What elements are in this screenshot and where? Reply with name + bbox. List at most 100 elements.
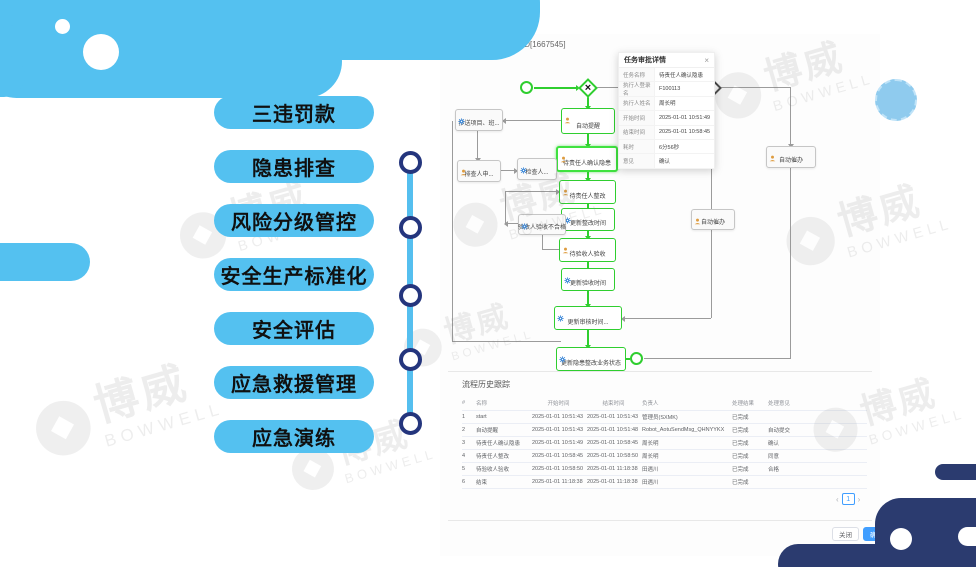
table-header-row: #名称开始时间结束时间负责人处理结果处理意见	[462, 396, 867, 411]
table-cell: 管理员(SXMK)	[642, 415, 678, 421]
flow-task-node[interactable]: 更新整改时间	[561, 208, 615, 231]
popup-field-row: 任务名称待责任人确认隐患	[619, 68, 714, 83]
flow-task-label: 待验收人验收	[569, 252, 606, 259]
flow-task-node[interactable]: 待责任人确认隐患	[556, 146, 618, 172]
popup-field-row: 执行人姓名周长明	[619, 96, 714, 112]
table-cell: 田遇川	[642, 480, 659, 486]
table-cell: 2	[462, 427, 466, 433]
table-cell: 5	[462, 466, 466, 472]
table-cell: 已完成	[732, 454, 749, 460]
table-cell: start	[476, 414, 487, 420]
table-cell: 自动提醒	[476, 428, 499, 434]
brand-name-en: BOWWELL	[102, 398, 226, 451]
flow-task-node[interactable]: 抄送项目、班...	[455, 109, 503, 131]
popup-field-label: 结束时间	[619, 125, 655, 139]
table-cell: 同意	[768, 454, 780, 460]
gear-icon	[564, 271, 571, 284]
user-icon	[694, 212, 701, 224]
flow-task-node[interactable]: 更新审核时间...	[554, 306, 622, 330]
timeline-node-circle	[399, 412, 422, 435]
navy-notch-decoration	[958, 527, 976, 546]
flow-task-node[interactable]: 排查人申...	[457, 160, 501, 182]
history-section-title: 流程历史跟踪	[462, 380, 510, 389]
flow-task-node[interactable]: 更新隐患整改业务状态	[556, 347, 626, 371]
feature-pill[interactable]: 风险分级管控	[214, 204, 374, 237]
flow-connector	[790, 87, 791, 146]
popup-field-label: 耗时	[619, 139, 655, 154]
flow-start-event	[520, 81, 533, 94]
popup-field-label: 开始时间	[619, 111, 655, 125]
popup-field-value: 确认	[659, 159, 671, 166]
table-cell: 周长明	[642, 441, 659, 447]
feature-pill[interactable]: 三违罚款	[214, 96, 374, 129]
flow-task-label: 自动提醒	[575, 124, 600, 131]
feature-pill[interactable]: 隐患排查	[214, 150, 374, 183]
pagination-prev-icon[interactable]: ‹	[836, 494, 839, 504]
flow-connector	[644, 358, 790, 359]
x-gateway-icon: ×	[584, 82, 592, 94]
popup-field-value: 待责任人确认隐患	[659, 72, 704, 79]
flow-task-node[interactable]: 自动催办	[691, 209, 735, 230]
flow-connector	[790, 168, 791, 359]
close-icon[interactable]: ×	[704, 55, 709, 65]
cloud-notch-decoration	[83, 34, 119, 70]
flow-task-node[interactable]: 待验收人验收	[559, 238, 616, 262]
close-button[interactable]: 关闭	[832, 527, 859, 541]
table-cell: 2025-01-01 11:18:38	[587, 479, 638, 485]
table-header-cell: 名称	[476, 401, 488, 407]
feature-pill[interactable]: 安全评估	[214, 312, 374, 345]
popup-field-label: 执行人姓名	[619, 96, 655, 111]
flow-task-label: 更新审核时间...	[567, 320, 609, 327]
table-cell: 2025-01-01 10:51:48	[587, 427, 639, 433]
popup-field-label: 意见	[619, 154, 655, 168]
user-icon	[564, 111, 571, 123]
table-header-cell: #	[462, 400, 466, 406]
table-header-cell: 结束时间	[602, 401, 625, 407]
table-cell: 已完成	[732, 415, 749, 421]
pagination-page-1[interactable]: 1	[841, 493, 855, 505]
flow-task-node[interactable]: 自动提醒	[561, 108, 615, 134]
flow-task-label: 验收人验收不合格	[518, 225, 567, 232]
table-header-cell: 处理结果	[732, 401, 755, 407]
feature-pill[interactable]: 应急救援管理	[214, 366, 374, 399]
flow-task-label: 待责任人确认隐患	[562, 161, 611, 168]
gear-icon	[520, 161, 527, 174]
table-cell: 结束	[476, 480, 488, 486]
table-cell: 1	[462, 414, 466, 420]
flow-connector	[587, 134, 589, 146]
footer-divider	[448, 520, 872, 521]
popup-title: 任务审批详情	[624, 57, 666, 64]
gear-icon	[458, 112, 465, 125]
flow-connector	[452, 341, 561, 342]
flow-connector	[587, 204, 589, 208]
flow-task-node[interactable]: 更新验收时间	[561, 268, 615, 291]
popup-field-value: 2025-01-01 10:58:45	[659, 129, 711, 136]
flow-task-node[interactable]: 自动催办	[766, 146, 816, 168]
gear-icon	[559, 350, 566, 363]
cloud-blob-decoration	[0, 25, 342, 98]
blue-circle-decoration	[875, 79, 917, 121]
table-cell: 2025-01-01 10:58:45	[532, 453, 584, 459]
table-cell: 2025-01-01 10:58:50	[587, 453, 639, 459]
pagination-next-icon[interactable]: ›	[857, 494, 861, 504]
flow-task-label: 排查人申...	[464, 172, 494, 179]
flow-arrowhead-icon	[556, 188, 560, 195]
flow-connector	[587, 291, 589, 306]
flow-task-node[interactable]: 待责任人整改	[559, 180, 616, 204]
flow-connector	[587, 231, 589, 238]
feature-pill[interactable]: 应急演练	[214, 420, 374, 453]
brand-name-cn: 博威	[88, 357, 195, 432]
table-cell: 2025-01-01 10:58:50	[532, 466, 584, 472]
flow-task-node[interactable]: 验收人验收不合格	[518, 214, 566, 235]
table-cell: 自动提交	[768, 428, 791, 434]
flow-task-label: 抄送项目、班...	[458, 121, 500, 128]
feature-pill[interactable]: 安全生产标准化	[214, 258, 374, 291]
flow-exclusive-gateway: ×	[578, 78, 598, 98]
table-header-cell: 处理意见	[768, 401, 791, 407]
popup-field-row: 结束时间 2025-01-01 10:58:45	[619, 125, 714, 140]
flow-task-node[interactable]: 检查人...	[517, 158, 557, 180]
flow-connector	[542, 235, 543, 249]
